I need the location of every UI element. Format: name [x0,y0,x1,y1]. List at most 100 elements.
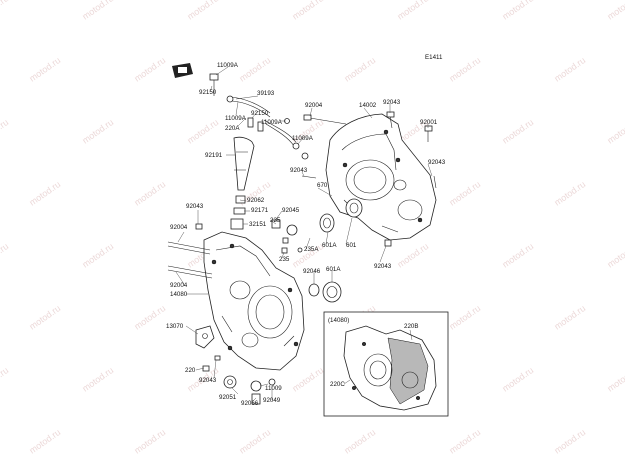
watermark-text: motod.ru [342,427,377,456]
label-inset-group: (14080) [328,317,349,324]
label-92043-left: 92043 [186,203,204,210]
label-235A: 235A [304,246,319,253]
watermark-text: motod.ru [290,0,325,22]
watermark-text: motod.ru [0,117,10,146]
watermark-text: motod.ru [27,179,62,208]
bolts-right [301,111,437,247]
label-92001: 92001 [420,119,438,126]
watermark-text: motod.ru [185,0,220,22]
watermark-text: motod.ru [80,365,115,394]
watermark-text: motod.ru [605,241,625,270]
watermark-text: motod.ru [132,55,167,84]
label-11009A-b: 11009A [225,115,247,122]
right-crankcase-14002 [325,113,437,241]
label-14080: 14080 [170,291,188,298]
bearings-and-seals [308,198,363,303]
label-92043-bottom: 92043 [199,377,217,384]
watermark-text: motod.ru [500,0,535,22]
label-670: 670 [317,182,328,189]
watermark-text: motod.ru [0,365,10,394]
lower-parts [202,355,276,405]
watermark-text: motod.ru [80,241,115,270]
watermark-text: motod.ru [0,241,10,270]
bracket-13070 [195,325,215,349]
label-220: 220 [185,367,196,374]
studs-left [167,223,213,279]
watermark-text: motod.ru [447,303,482,332]
label-601: 601 [346,242,357,249]
label-92045: 92045 [282,207,300,214]
label-11009: 11009 [265,385,282,392]
label-220C: 220C [330,381,345,388]
watermark-text: motod.ru [605,365,625,394]
part-labels: 11009A 92150 11009A 220A 92150 39193 110… [166,62,446,407]
label-235-a: 235 [270,217,281,224]
watermark-text: motod.ru [0,0,10,22]
label-39193: 39193 [257,90,275,97]
watermark-text: motod.ru [80,0,115,22]
label-11009A-d: 11009A [292,135,314,142]
label-92049: 92049 [263,397,281,404]
label-601A-b: 601A [326,266,341,273]
breather-hose-assembly [209,73,309,160]
label-92051: 92051 [219,394,237,401]
watermark-text: motod.ru [552,303,587,332]
label-14002: 14002 [359,102,377,109]
label-92043-right: 92043 [428,159,446,166]
watermark-layer: motod.ru motod.ru motod.ru motod.ru motod.ru… [0,0,625,456]
watermark-text: motod.ru [447,179,482,208]
label-92191: 92191 [205,152,223,159]
watermark-text: motod.ru [605,117,625,146]
watermark-text: motod.ru [132,303,167,332]
label-92150-b: 92150 [251,110,269,117]
watermark-text: motod.ru [552,427,587,456]
watermark-text: motod.ru [395,241,430,270]
label-92043-low: 92043 [374,263,392,270]
watermark-text: motod.ru [552,179,587,208]
label-13070: 13070 [166,323,184,330]
watermark-text: motod.ru [290,365,325,394]
label-92046: 92046 [303,268,321,275]
watermark-text: motod.ru [237,427,272,456]
label-92004-top: 92004 [305,102,323,109]
watermark-text: motod.ru [447,55,482,84]
label-92066: 92066 [241,400,259,407]
label-92150-a: 92150 [199,89,217,96]
label-235-b: 235 [279,256,290,263]
watermark-text: motod.ru [80,117,115,146]
watermark-text: motod.ru [342,55,377,84]
watermark-text: motod.ru [605,0,625,22]
label-92171: 92171 [251,207,269,214]
watermark-text: motod.ru [237,55,272,84]
label-92004-left2: 92004 [170,282,188,289]
watermark-text: motod.ru [552,55,587,84]
label-601A-a: 601A [322,242,337,249]
label-11009A-c: 11009A [261,119,283,126]
label-92043-mid: 92043 [290,167,308,174]
diagram-code: E1411 [425,54,443,61]
watermark-text: motod.ru [395,0,430,22]
label-220B: 220B [404,323,418,330]
label-220A: 220A [225,125,240,132]
inset-box [323,311,449,417]
watermark-text: motod.ru [500,241,535,270]
label-11009A-a: 11009A [217,62,239,69]
watermark-text: motod.ru [132,427,167,456]
front-arrow-icon [172,63,193,78]
left-crankcase-14080 [203,231,305,371]
leader-lines [175,66,433,403]
label-92004-left: 92004 [170,224,188,231]
watermark-text: motod.ru [447,427,482,456]
label-32151: 32151 [249,221,267,228]
watermark-text: motod.ru [132,179,167,208]
watermark-text: motod.ru [185,117,220,146]
watermark-text: motod.ru [27,427,62,456]
label-92043-top: 92043 [383,99,401,106]
label-92062: 92062 [247,197,265,204]
watermark-text: motod.ru [27,55,62,84]
watermark-text: motod.ru [27,303,62,332]
watermark-text: motod.ru [500,365,535,394]
breather-tube-92191 [233,136,255,191]
watermark-text: motod.ru [500,117,535,146]
